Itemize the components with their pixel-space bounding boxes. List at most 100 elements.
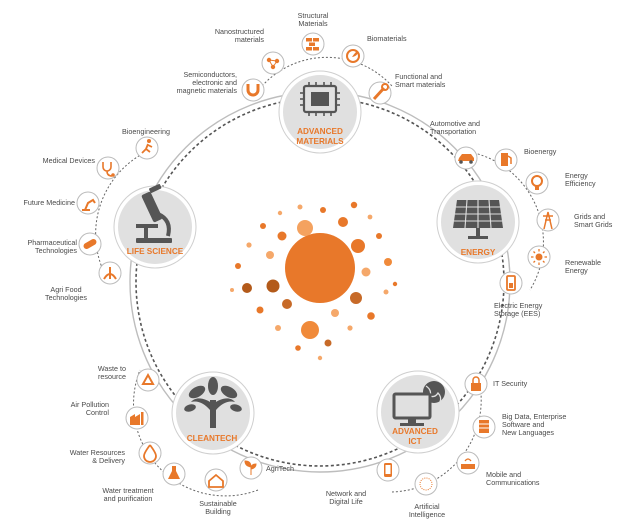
topic-label-line: Transportation xyxy=(430,127,477,137)
topic-label-line: and purification xyxy=(103,494,153,504)
topic-label-agritech: AgriTech xyxy=(266,464,294,473)
fuel-pump-icon xyxy=(494,148,518,172)
wheat-icon xyxy=(98,261,122,285)
topic-label-line: Renewable xyxy=(565,258,601,267)
lock-icon xyxy=(464,372,488,396)
topic-label-line: Agri Food xyxy=(50,285,82,294)
pill-icon xyxy=(78,232,102,256)
topic-label-line: magnetic materials xyxy=(176,86,237,96)
topic-label-line: Communications xyxy=(486,478,540,488)
topic-label-line: Air Pollution xyxy=(70,400,109,409)
topic-label-line: Control xyxy=(85,408,109,418)
topic-label-line: Bioenergy xyxy=(524,147,557,156)
sun-icon xyxy=(527,245,551,269)
molecule-icon xyxy=(261,51,285,75)
hub-label-line: MATERIALS xyxy=(296,136,344,146)
topic-label-line: Bioengineering xyxy=(122,127,170,136)
topic-label-line: Sustainable xyxy=(199,499,237,508)
phone-icon xyxy=(376,458,400,482)
topic-label-line: Smart Grids xyxy=(574,220,613,230)
flask-icon xyxy=(162,462,186,486)
topic-label-line: Efficiency xyxy=(565,179,596,189)
hub-label-advanced-ict: ADVANCED ICT xyxy=(392,427,438,446)
factory-icon xyxy=(125,406,149,430)
topic-label-line: Energy xyxy=(565,171,588,180)
chip-icon xyxy=(300,82,340,116)
hub-label-cleantech: CLEANTECH xyxy=(187,434,238,444)
topic-label-line: Smart materials xyxy=(395,80,446,90)
topic-label-line: Technologies xyxy=(45,293,87,303)
topic-label-line: Medical Devices xyxy=(42,156,95,165)
topic-label-line: Materials xyxy=(298,19,328,29)
topic-label-line: Network and xyxy=(325,489,367,498)
hub-energy xyxy=(436,180,520,264)
topic-label-water-resources: Water Resources& Delivery xyxy=(69,448,125,465)
topic-label-biomaterials: Biomaterials xyxy=(367,34,407,43)
bio-leaf-icon xyxy=(341,44,365,68)
topic-label-line: New Languages xyxy=(502,428,554,438)
brain-icon xyxy=(414,472,438,496)
magnet-icon xyxy=(241,78,265,102)
topic-label-line: Semiconductors, xyxy=(183,70,237,79)
topic-label-line: Digital Life xyxy=(329,497,363,507)
topic-label-line: Building xyxy=(205,507,231,517)
topic-label-line: electronic and xyxy=(192,78,237,88)
water-drop-icon xyxy=(138,441,162,465)
stethoscope-icon xyxy=(96,156,120,180)
topic-label-line: Waste to xyxy=(97,364,126,373)
monitor-globe-icon xyxy=(392,381,445,426)
topic-label-line: Pharmaceutical xyxy=(27,238,77,247)
solar-panel-icon xyxy=(453,199,503,239)
topic-label-line: Energy xyxy=(565,266,588,276)
topic-label-line: Storage (EES) xyxy=(494,309,541,319)
topic-label-line: Structural xyxy=(297,11,329,20)
car-icon xyxy=(454,146,478,170)
central-sun-cluster xyxy=(230,201,398,361)
topic-label-line: Biomaterials xyxy=(367,34,407,43)
topic-label-bioenergy: Bioenergy xyxy=(524,147,557,156)
topic-label-line: Mobile and xyxy=(486,470,522,479)
bulb-icon xyxy=(525,171,549,195)
topic-label-line: Water Resources xyxy=(69,448,125,457)
wrench-icon xyxy=(368,81,392,105)
topic-label-medical-devices: Medical Devices xyxy=(42,156,95,165)
hub-label-line: LIFE SCIENCE xyxy=(126,247,184,256)
topic-label-line: Water treatment xyxy=(102,486,154,495)
robot-arm-icon xyxy=(76,191,100,215)
hub-label-line: ICT xyxy=(408,436,422,446)
bricks-icon xyxy=(301,32,325,56)
topic-label-line: resource xyxy=(98,372,126,382)
topic-label-it-security: IT Security xyxy=(493,379,527,388)
topic-label-line: Automotive and xyxy=(430,119,480,128)
hub-advanced-ict xyxy=(376,370,460,454)
topic-label-line: Artificial xyxy=(414,502,440,511)
topic-label-line: Big Data, Enterprise xyxy=(502,412,567,421)
topic-label-future-medicine: Future Medicine xyxy=(23,198,75,207)
hub-label-line: ENERGY xyxy=(460,248,496,257)
topic-label-line: Intelligence xyxy=(408,510,446,520)
topic-label-line: Future Medicine xyxy=(23,198,75,207)
topic-label-line: Grids and xyxy=(574,212,606,221)
hub-life-science xyxy=(113,183,197,269)
battery-icon xyxy=(499,271,523,295)
topic-label-line: Functional and xyxy=(395,72,443,81)
